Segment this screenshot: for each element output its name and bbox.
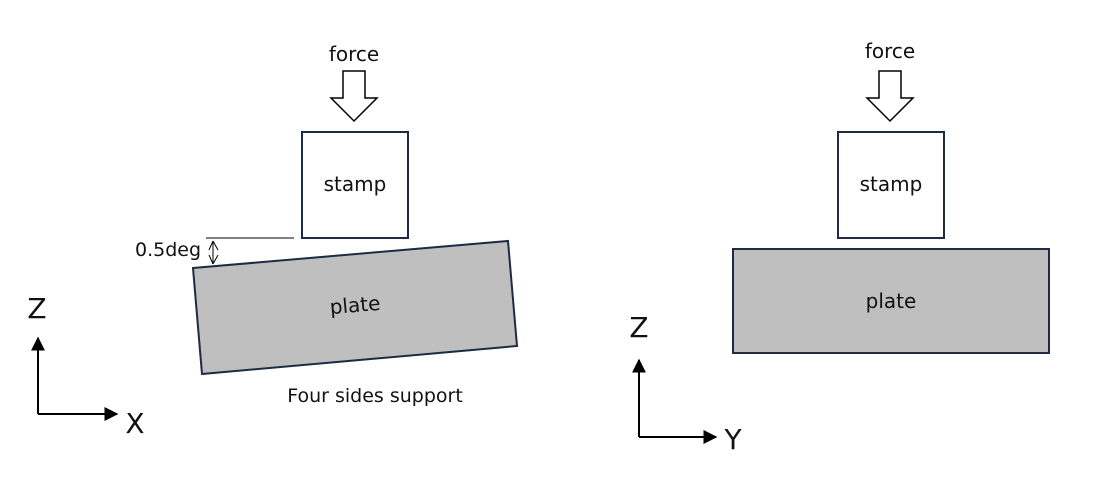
left-angle-double-arrow-icon [208,240,219,265]
right-stamp [837,131,945,239]
left-stamp [301,131,409,239]
right-stamp-label: stamp [860,172,923,196]
right-plate-label: plate [866,289,917,313]
right-force-label: force [865,39,915,63]
left-diagram: force stamp 0.5deg plate Four sides supp… [27,42,519,440]
left-plate [191,239,519,376]
left-force-arrow-icon [329,70,379,123]
right-plate [732,248,1050,354]
right-force-arrow-icon [865,70,915,123]
left-axis-vertical-label: Z [27,292,46,325]
right-axis-horizontal-label: Y [723,423,742,456]
left-axis-horizontal-label: X [125,407,144,440]
left-force-label: force [329,42,379,66]
right-axis-vertical-label: Z [629,311,648,344]
left-support-label: Four sides support [287,385,463,407]
right-diagram: force stamp plate Z Y [629,39,1050,456]
left-plate-label: plate [329,291,382,319]
left-angle-label: 0.5deg [135,239,201,261]
left-stamp-label: stamp [324,172,387,196]
